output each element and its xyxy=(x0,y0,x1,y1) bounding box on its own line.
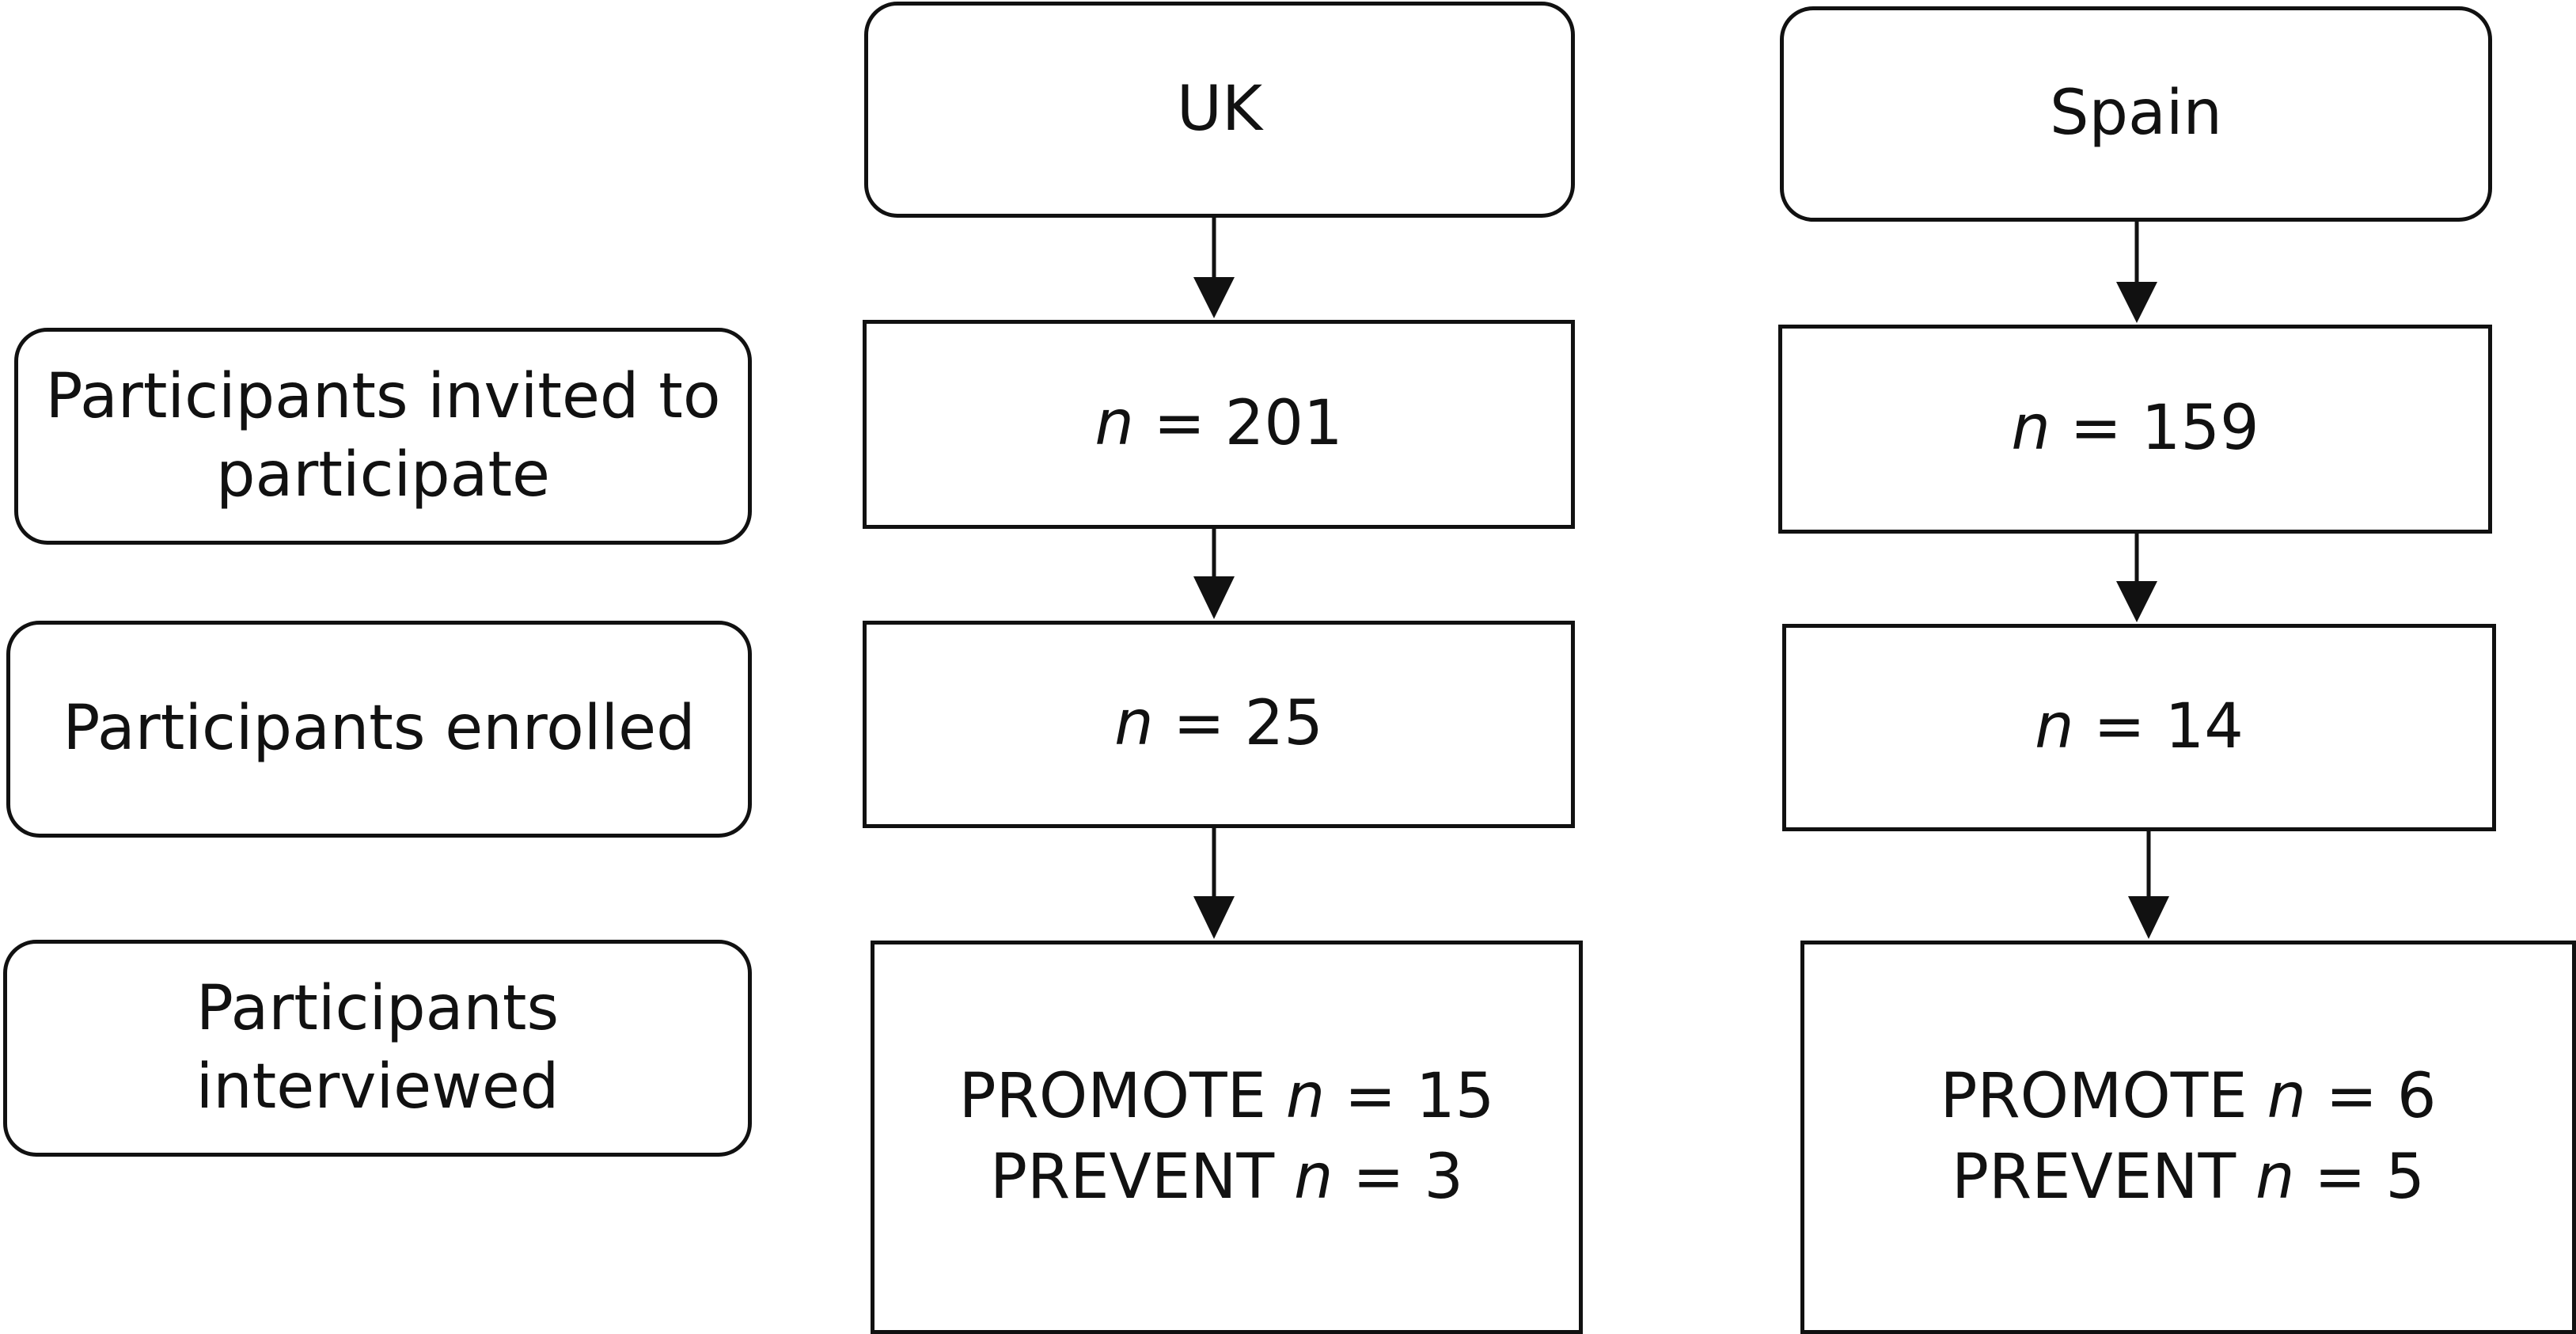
n-symbol: n xyxy=(1114,688,1154,760)
equals-sign: = xyxy=(2070,393,2122,465)
equals-sign: = xyxy=(2093,691,2145,763)
spain-promote-count: PROMOTE n = 6 xyxy=(1940,1057,2436,1137)
uk-promote-count: PROMOTE n = 15 xyxy=(959,1057,1495,1137)
spain-invited-count: n = 159 xyxy=(2011,389,2259,469)
spain-prevent-value: 5 xyxy=(2385,1141,2425,1213)
equals-sign: = xyxy=(2325,1061,2378,1133)
arrowhead-uk-enrolled xyxy=(1193,576,1235,619)
uk-prevent-count: PREVENT n = 3 xyxy=(990,1138,1463,1218)
uk-enrolled-count: n = 25 xyxy=(1114,684,1323,764)
n-symbol: n xyxy=(2011,393,2051,465)
uk-promote-label: PROMOTE xyxy=(958,1061,1266,1133)
row-label-invited-line2: participate xyxy=(215,439,551,511)
equals-sign: = xyxy=(1173,688,1225,760)
n-symbol: n xyxy=(2035,691,2074,763)
spain-header-box: Spain xyxy=(1780,6,2492,222)
row-label-invited: Participants invited to participate xyxy=(14,328,752,545)
uk-prevent-value: 3 xyxy=(1424,1141,1463,1213)
row-label-invited-line1: Participants invited to xyxy=(45,360,721,432)
n-symbol: n xyxy=(1095,388,1134,460)
equals-sign: = xyxy=(1153,388,1205,460)
row-label-enrolled-text: Participants enrolled xyxy=(63,693,696,765)
spain-interviewed-box: PROMOTE n = 6 PREVENT n = 5 xyxy=(1800,941,2576,1334)
n-symbol: n xyxy=(1293,1141,1334,1213)
spain-invited-box: n = 159 xyxy=(1778,325,2492,534)
n-symbol: n xyxy=(1285,1061,1326,1133)
spain-enrolled-count: n = 14 xyxy=(2035,687,2244,767)
row-label-enrolled: Participants enrolled xyxy=(6,621,752,838)
uk-header-box: UK xyxy=(864,2,1575,218)
uk-invited-value: 201 xyxy=(1224,388,1343,460)
spain-prevent-count: PREVENT n = 5 xyxy=(1952,1138,2425,1218)
uk-interviewed-box: PROMOTE n = 15 PREVENT n = 3 xyxy=(871,941,1583,1334)
arrowhead-spain-interviewed xyxy=(2128,896,2169,939)
uk-header-label: UK xyxy=(1176,73,1263,145)
uk-promote-value: 15 xyxy=(1416,1061,1495,1133)
spain-prevent-label: PREVENT xyxy=(1952,1141,2236,1213)
uk-invited-box: n = 201 xyxy=(863,320,1575,529)
arrowhead-spain-enrolled xyxy=(2116,581,2157,622)
spain-enrolled-value: 14 xyxy=(2164,691,2244,763)
uk-prevent-label: PREVENT xyxy=(990,1141,1275,1213)
equals-sign: = xyxy=(2314,1141,2366,1213)
n-symbol: n xyxy=(2267,1061,2306,1133)
row-label-interviewed-text: Participants interviewed xyxy=(195,972,560,1123)
spain-header-label: Spain xyxy=(2050,78,2222,150)
spain-invited-value: 159 xyxy=(2141,393,2259,465)
arrowhead-uk-interviewed xyxy=(1193,896,1235,939)
arrowhead-spain-invited xyxy=(2116,282,2157,323)
spain-promote-label: PROMOTE xyxy=(1940,1061,2248,1133)
uk-enrolled-box: n = 25 xyxy=(863,621,1575,828)
arrowhead-uk-invited xyxy=(1193,277,1235,318)
uk-enrolled-value: 25 xyxy=(1244,688,1323,760)
row-label-interviewed: Participants interviewed xyxy=(3,940,752,1157)
spain-promote-value: 6 xyxy=(2396,1061,2437,1133)
n-symbol: n xyxy=(2255,1141,2295,1213)
equals-sign: = xyxy=(1352,1141,1405,1213)
spain-enrolled-box: n = 14 xyxy=(1782,624,2496,831)
uk-invited-count: n = 201 xyxy=(1095,384,1342,464)
equals-sign: = xyxy=(1344,1061,1397,1133)
